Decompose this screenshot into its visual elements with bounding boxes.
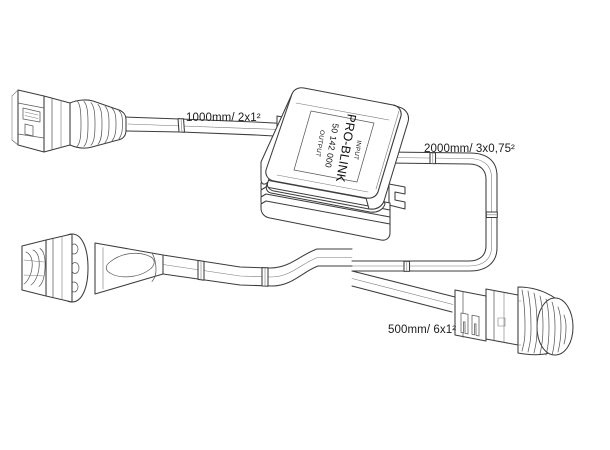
dimension-annotations: 1000mm/ 2x1² 2000mm/ 3x0,75² 500mm/ 6x1² bbox=[186, 112, 515, 336]
module-mount-tab-right bbox=[388, 183, 406, 210]
module-label-plate bbox=[293, 110, 375, 183]
dimension-label-output-lead: 2000mm/ 3x0,75² bbox=[424, 143, 515, 155]
input-boot-ribs bbox=[69, 99, 127, 149]
label-input-text: INPUT bbox=[352, 140, 362, 161]
output-coupling-nut bbox=[517, 286, 574, 356]
output-gland bbox=[454, 289, 487, 342]
input-connector-body bbox=[43, 95, 71, 153]
input-connector bbox=[11, 89, 127, 153]
label-output-text: OUTPUT bbox=[314, 129, 326, 157]
trailer-cable-500mm bbox=[162, 248, 456, 313]
input-plug-housing bbox=[11, 89, 45, 153]
module: INPUT PRO-BLINK 50 142 000 OUTPUT bbox=[260, 87, 409, 241]
output-body bbox=[485, 288, 519, 346]
socket-front-face bbox=[21, 239, 47, 297]
output-cable-2000mm bbox=[351, 151, 498, 272]
dimension-label-trailer-lead: 500mm/ 6x1² bbox=[388, 324, 456, 336]
socket-collar bbox=[45, 233, 73, 303]
dimension-label-input-lead: 1000mm/ 2x1² bbox=[186, 112, 261, 124]
socket-boot bbox=[94, 242, 164, 295]
output-connector bbox=[454, 286, 574, 356]
socket-connector bbox=[21, 233, 164, 303]
